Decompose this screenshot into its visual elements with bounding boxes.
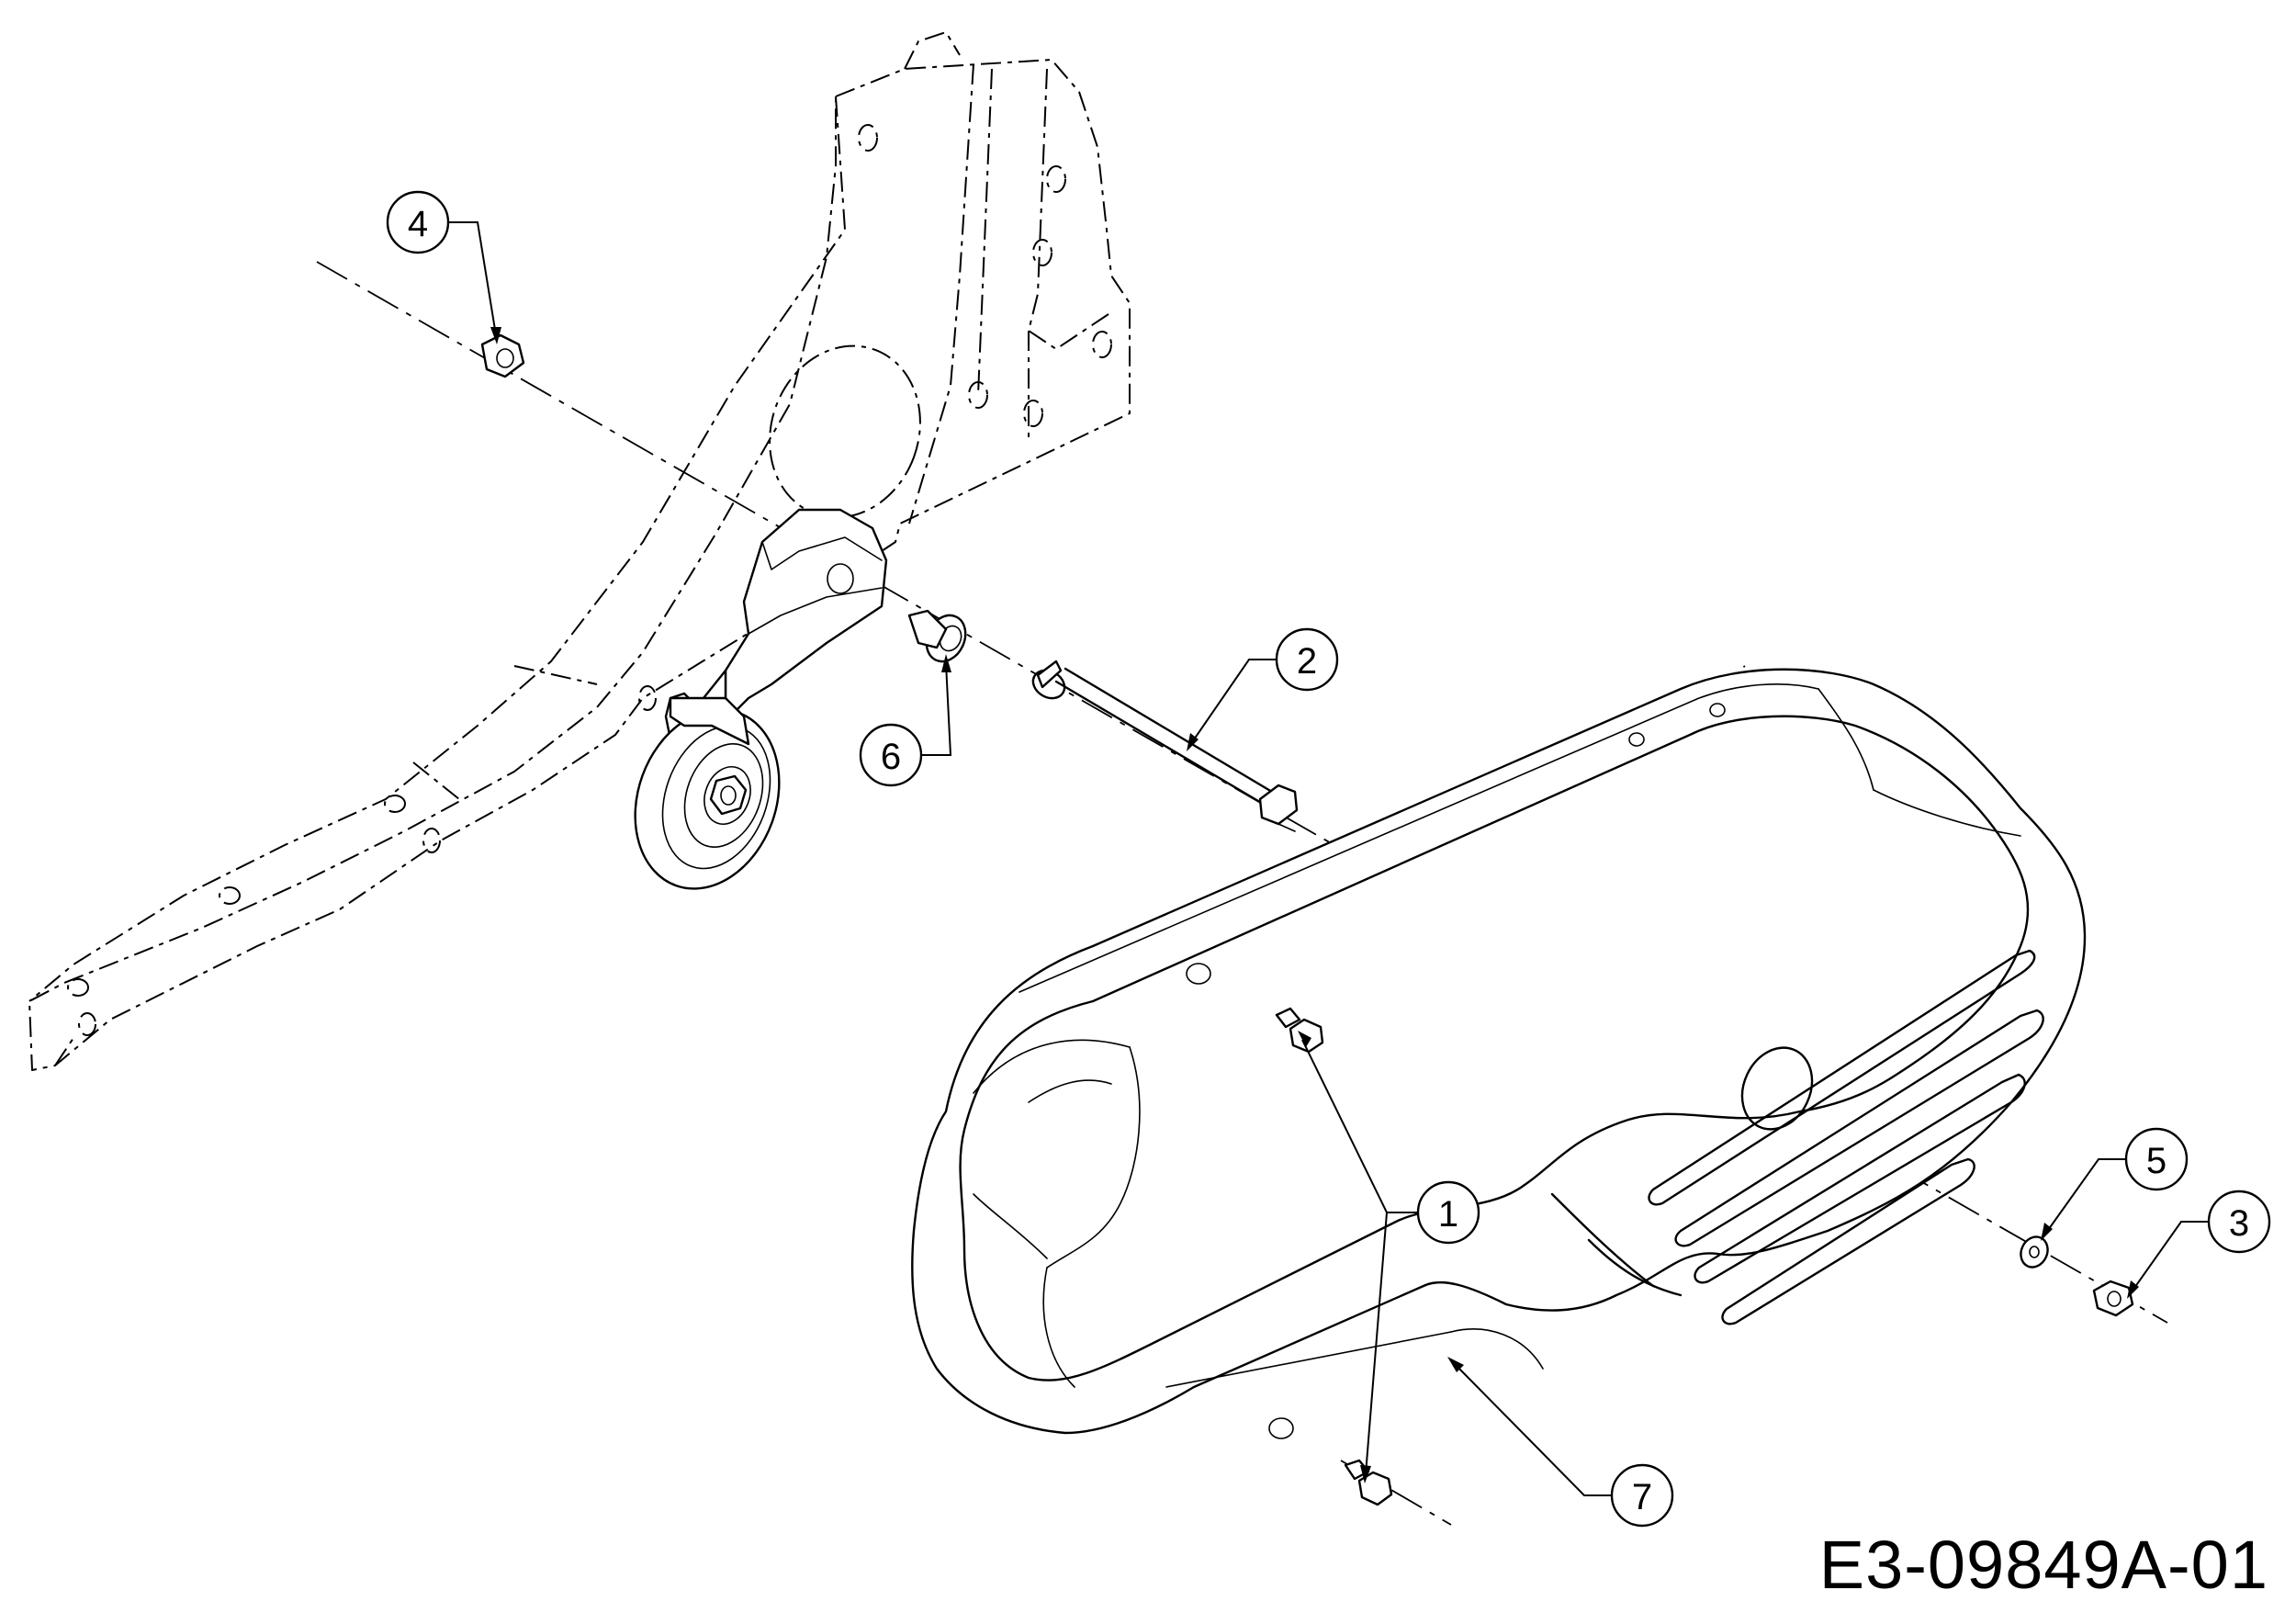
frame-bracket [28,31,1131,1071]
washer-part-5 [2020,1235,2049,1269]
bolt-part-2 [1031,660,1299,832]
callout-label-1: 1 [1438,1194,1458,1235]
callout-label-4: 4 [408,204,428,244]
callout-label-3: 3 [2229,1203,2249,1244]
callout-label-6: 6 [881,737,901,777]
nut-part-3 [2092,1280,2134,1317]
callouts: 1 2 3 4 5 [386,190,2271,1528]
callout-6[interactable]: 6 [859,654,952,787]
callout-5[interactable]: 5 [2041,1127,2189,1241]
callout-label-7: 7 [1632,1477,1652,1517]
callout-7[interactable]: 7 [1447,1357,1674,1528]
spacer-part-6 [907,609,967,663]
callout-4[interactable]: 4 [386,190,501,344]
callout-2[interactable]: 2 [1187,627,1339,751]
callout-1[interactable]: 1 [1298,1031,1480,1483]
callout-label-2: 2 [1297,641,1317,682]
idler-arm-assembly [634,508,888,890]
drawing-code: E3-09849A-01 [1818,1527,2268,1603]
nut-part-4 [480,333,525,378]
callout-3[interactable]: 3 [2127,1190,2271,1299]
belt-cover [911,668,2087,1439]
callout-label-5: 5 [2146,1141,2167,1181]
